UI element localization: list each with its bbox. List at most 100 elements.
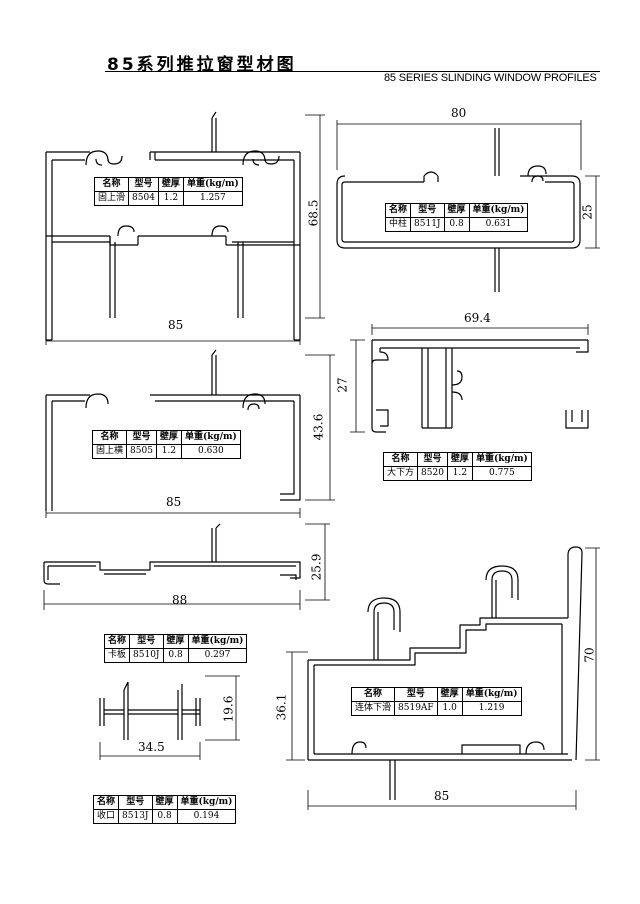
profile-8519af-dimlines <box>286 547 600 810</box>
spec-col-weight: 单重(kg/m) <box>182 177 243 192</box>
dim-8519af-width: 85 <box>434 789 450 803</box>
profile-8510j-dimlines <box>43 523 330 610</box>
spec-col-thickness: 壁厚 <box>443 203 470 218</box>
dim-8513j-width: 34.5 <box>138 740 165 754</box>
spec-col-thickness: 壁厚 <box>157 177 184 192</box>
spec-table-8513j: 名称 型号 壁厚 单重(kg/m) 收口 8513J 0.8 0.194 <box>92 795 237 824</box>
spec-table-8505: 名称 型号 壁厚 单重(kg/m) 固上横 8505 1.2 0.630 <box>91 430 241 459</box>
dim-8511j-height: 25 <box>580 204 595 220</box>
dim-8505-width: 85 <box>166 495 182 509</box>
title-underline <box>105 71 600 72</box>
dim-8504-height: 68.5 <box>306 199 321 227</box>
dim-8510j-height: 25.9 <box>309 553 324 581</box>
dim-8511j-width: 80 <box>451 106 467 120</box>
spec-weight: 1.257 <box>182 191 243 206</box>
spec-model: 8511J <box>410 217 445 232</box>
spec-col-name: 名称 <box>91 430 128 445</box>
spec-name: 固上滑 <box>93 191 130 206</box>
spec-header-row: 名称 型号 壁厚 单重(kg/m) <box>382 452 532 467</box>
spec-table-8511j: 名称 型号 壁厚 单重(kg/m) 中柱 8511J 0.8 0.631 <box>384 203 529 232</box>
profile-8511j-shape <box>336 128 581 292</box>
dim-8504-width: 85 <box>168 318 184 332</box>
spec-header-row: 名称 型号 壁厚 单重(kg/m) <box>103 634 248 649</box>
spec-row: 固上滑 8504 1.2 1.257 <box>93 191 243 206</box>
spec-col-name: 名称 <box>93 177 130 192</box>
dim-8505-height: 43.6 <box>311 413 326 441</box>
spec-col-weight: 单重(kg/m) <box>187 634 248 649</box>
spec-col-thickness: 壁厚 <box>446 452 473 467</box>
profile-8520-dimlines <box>350 324 589 433</box>
spec-name: 连体下滑 <box>350 701 396 716</box>
profile-8520-shape <box>371 339 589 433</box>
spec-col-weight: 单重(kg/m) <box>180 430 241 445</box>
spec-weight: 1.219 <box>461 701 522 716</box>
spec-weight: 0.297 <box>187 648 248 663</box>
spec-col-model: 型号 <box>129 634 164 649</box>
spec-model: 8504 <box>128 191 159 206</box>
spec-thickness: 0.8 <box>443 217 470 232</box>
profile-8505-dimlines <box>45 354 335 518</box>
profile-8510j-shape <box>43 523 301 585</box>
spec-name: 大下方 <box>382 466 419 481</box>
spec-thickness: 1.2 <box>446 466 473 481</box>
spec-col-name: 名称 <box>103 634 131 649</box>
spec-row: 收口 8513J 0.8 0.194 <box>92 809 237 824</box>
spec-header-row: 名称 型号 壁厚 单重(kg/m) <box>92 795 237 810</box>
spec-col-weight: 单重(kg/m) <box>468 203 529 218</box>
spec-table-8510j: 名称 型号 壁厚 单重(kg/m) 卡板 8510J 0.8 0.297 <box>103 634 248 663</box>
spec-model: 8510J <box>129 648 164 663</box>
spec-thickness: 1.2 <box>157 191 184 206</box>
spec-model: 8513J <box>118 809 153 824</box>
spec-thickness: 0.8 <box>151 809 178 824</box>
spec-thickness: 1.2 <box>155 444 182 459</box>
page-title: 85系列推拉窗型材图 <box>107 55 297 75</box>
spec-col-model: 型号 <box>118 795 153 810</box>
spec-col-name: 名称 <box>382 452 419 467</box>
spec-col-name: 名称 <box>350 687 396 702</box>
spec-col-name: 名称 <box>92 795 120 810</box>
spec-name: 卡板 <box>103 648 131 663</box>
profile-8519af-shape <box>307 546 583 800</box>
spec-table-8504: 名称 型号 壁厚 单重(kg/m) 固上滑 8504 1.2 1.257 <box>93 177 243 206</box>
spec-row: 中柱 8511J 0.8 0.631 <box>384 217 529 232</box>
spec-table-8520: 名称 型号 壁厚 单重(kg/m) 大下方 8520 1.2 0.775 <box>382 452 532 481</box>
profile-8504-shape <box>45 111 301 341</box>
profile-8505-shape <box>45 349 301 511</box>
spec-name: 收口 <box>92 809 120 824</box>
spec-col-model: 型号 <box>126 430 157 445</box>
page-subtitle: 85 SERIES SLINDING WINDOW PROFILES <box>384 72 597 84</box>
spec-col-model: 型号 <box>417 452 448 467</box>
spec-model: 8520 <box>417 466 448 481</box>
dim-8520-width: 69.4 <box>464 311 491 325</box>
spec-col-model: 型号 <box>394 687 438 702</box>
spec-weight: 0.631 <box>468 217 529 232</box>
spec-table-8519af: 名称 型号 壁厚 单重(kg/m) 连体下滑 8519AF 1.0 1.219 <box>350 687 522 716</box>
dim-8519af-step-height: 36.1 <box>274 693 289 721</box>
dim-8513j-height: 19.6 <box>221 695 236 723</box>
spec-row: 大下方 8520 1.2 0.775 <box>382 466 532 481</box>
spec-col-thickness: 壁厚 <box>155 430 182 445</box>
spec-row: 固上横 8505 1.2 0.630 <box>91 444 241 459</box>
spec-thickness: 1.0 <box>436 701 463 716</box>
dim-8519af-height: 70 <box>582 647 597 663</box>
spec-header-row: 名称 型号 壁厚 单重(kg/m) <box>350 687 522 702</box>
dim-8520-height: 27 <box>335 377 350 393</box>
spec-thickness: 0.8 <box>162 648 189 663</box>
spec-col-thickness: 壁厚 <box>162 634 189 649</box>
spec-col-weight: 单重(kg/m) <box>471 452 532 467</box>
profile-8511j-dimlines <box>336 120 600 249</box>
spec-name: 固上横 <box>91 444 128 459</box>
spec-col-name: 名称 <box>384 203 412 218</box>
spec-model: 8519AF <box>394 701 438 716</box>
spec-col-thickness: 壁厚 <box>436 687 463 702</box>
spec-row: 卡板 8510J 0.8 0.297 <box>103 648 248 663</box>
spec-col-thickness: 壁厚 <box>151 795 178 810</box>
profile-8513j-shape <box>99 681 201 740</box>
spec-header-row: 名称 型号 壁厚 单重(kg/m) <box>91 430 241 445</box>
profile-8513j-dimlines <box>99 675 240 760</box>
spec-col-weight: 单重(kg/m) <box>461 687 522 702</box>
spec-row: 连体下滑 8519AF 1.0 1.219 <box>350 701 522 716</box>
spec-header-row: 名称 型号 壁厚 单重(kg/m) <box>93 177 243 192</box>
spec-weight: 0.630 <box>180 444 241 459</box>
